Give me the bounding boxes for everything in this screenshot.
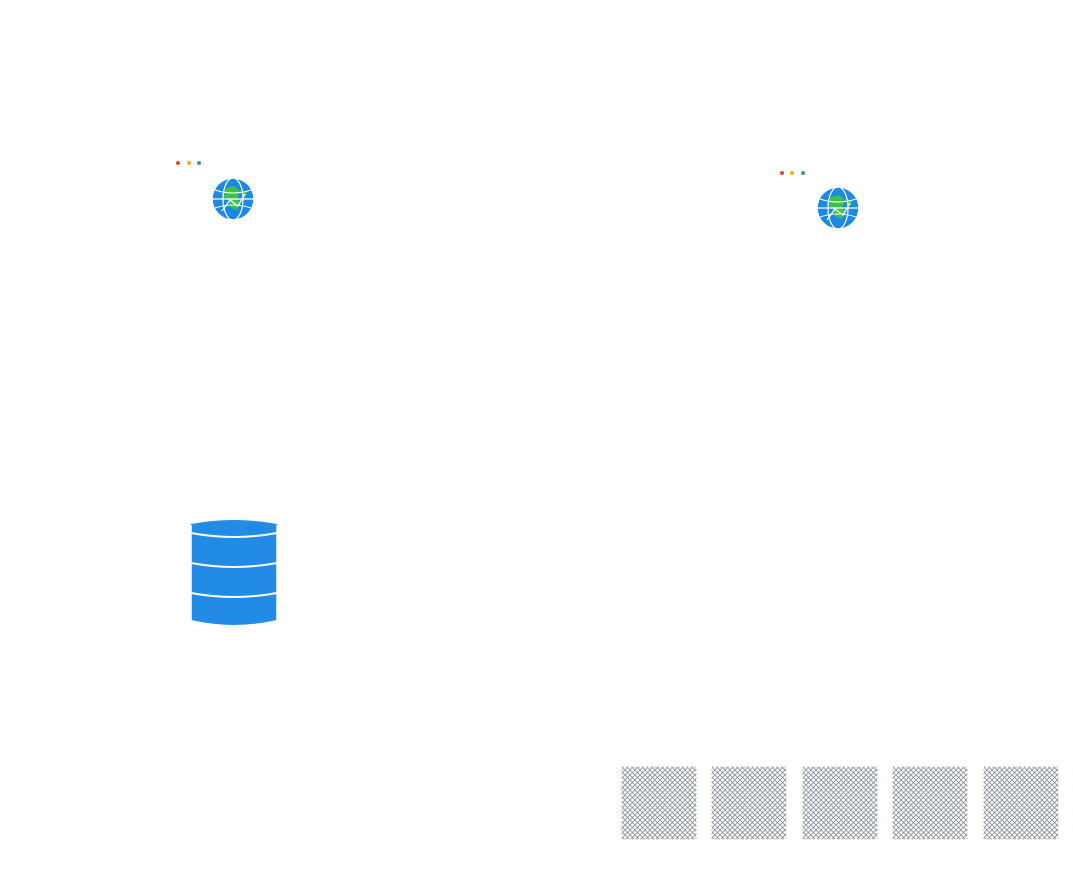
- hatched-tile-4: [892, 766, 968, 840]
- database-icon: [190, 518, 278, 627]
- window-control-red-right: [780, 171, 784, 175]
- window-control-green-right: [801, 171, 805, 175]
- hatched-tile-3: [802, 766, 878, 840]
- hatched-tile-2: [711, 766, 787, 840]
- globe-icon: [211, 177, 255, 221]
- window-control-green-left: [197, 161, 201, 165]
- window-control-red-left: [176, 161, 180, 165]
- hatched-tile-5: [983, 766, 1059, 840]
- window-control-yellow-right: [790, 171, 794, 175]
- window-control-yellow-left: [187, 161, 191, 165]
- globe-icon: [816, 186, 860, 230]
- hatched-tile-1: [621, 766, 697, 840]
